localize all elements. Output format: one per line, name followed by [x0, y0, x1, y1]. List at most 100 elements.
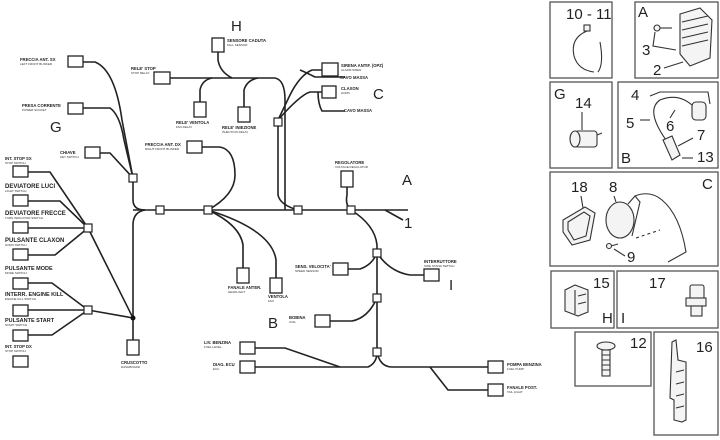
part-number: 12	[630, 335, 647, 352]
connector-interruttore[interactable]: INTERRUTTORE SIDE STAND SWITCH	[423, 259, 457, 282]
connector-rele-stop[interactable]: RELE' STOP STOP RELAY	[131, 66, 171, 85]
connector-sublabel: INJECTION RELAY	[222, 130, 248, 134]
wire-trunk-h-vertical	[277, 120, 299, 211]
connector-dial-ecu[interactable]: DIAG. ECU ECU	[213, 360, 256, 374]
part-number: 3	[642, 42, 650, 59]
connector-sublabel: FUEL PUMP	[507, 367, 524, 371]
junction	[83, 223, 93, 233]
connector-pulsante-claxon[interactable]: PULSANTE CLAXON HORN SWITCH	[5, 238, 64, 261]
connector-sublabel: VOLTAGE REGULATOR	[335, 165, 369, 169]
connector-label: REGOLATORE	[335, 160, 364, 165]
connector-presa-corrente[interactable]: PRESA CORRENTE POWER SOCKET	[22, 102, 84, 115]
part-number: 14	[575, 95, 592, 112]
junction	[128, 173, 138, 183]
ref-1-leader	[384, 209, 404, 221]
wire-rele-iniezione	[243, 77, 259, 107]
zone-label: H	[602, 310, 613, 327]
wire-sensore	[217, 52, 233, 79]
leader-line	[677, 137, 694, 147]
fall-sensor-icon	[564, 284, 589, 317]
zone-labels: G H C A 1 I B	[50, 18, 453, 332]
wire-pompa	[376, 351, 488, 368]
connector-sensore-caduta[interactable]: SENSORE CADUTA FALL SENSOR	[211, 37, 266, 53]
connector-deviatore-luci[interactable]: DEVIATORE LUCI LIGHT SWITCH	[5, 184, 55, 207]
leader-line	[663, 61, 684, 69]
connector-cavo-massa-2[interactable]: CAVO MASSA	[344, 108, 372, 113]
connector-fanale-anter[interactable]: FANALE ANTER. HEADLIGHT	[228, 267, 261, 294]
connector-sublabel: ALARM SIREN	[341, 68, 361, 72]
wire-fanale	[207, 209, 244, 268]
wire-presa	[83, 107, 134, 179]
connector-label: CLAXON	[341, 86, 359, 91]
panel-fall-sensor[interactable]: 15 H	[550, 270, 615, 329]
connector-interr-engine-kill[interactable]: INTERR. ENGINE KILL ENGINE KILL SWITCH	[5, 292, 64, 317]
ignition-coil-icon	[653, 96, 707, 161]
connector-cruscotto[interactable]: CRUSCOTTO DASHBOARD	[121, 339, 148, 369]
leader-line	[652, 31, 677, 51]
left-trunk-wire	[132, 178, 146, 211]
connector-label: FANALE POST.	[507, 385, 537, 390]
connector-sublabel: SPEED SENSOR	[295, 269, 320, 273]
connector-label: RELE' VENTOLA	[176, 120, 209, 125]
wire-ventola	[207, 209, 277, 278]
connector-int-stop-dx[interactable]: INT. STOP DX STOP SWITCH	[5, 344, 32, 368]
connector-pulsante-mode[interactable]: PULSANTE MODE MODE SWITCH	[5, 266, 53, 290]
connector-label: PRESA CORRENTE	[22, 103, 61, 108]
connector-label: PULSANTE START	[5, 318, 55, 324]
panel-screw[interactable]: 12	[574, 331, 652, 387]
connector-rele-iniezione[interactable]: RELE' INIEZIONE INJECTION RELAY	[222, 106, 256, 134]
panel-stand-switch[interactable]: 17 I	[616, 270, 719, 329]
connector-label: INTERRUTTORE	[424, 259, 457, 264]
connector-sublabel: ENGINE KILL SWITCH	[5, 297, 36, 301]
connectors: FRECCIA ANT. SX LEFT FRONT BLINKER PRESA…	[5, 37, 542, 397]
panel-decal[interactable]: 16	[653, 331, 719, 436]
connector-label: SENS. VELOCITA'	[295, 264, 331, 269]
wire-int-stop-sx	[28, 171, 89, 229]
connector-sublabel: FAN	[268, 299, 274, 303]
panel-socket[interactable]: G 14	[549, 81, 613, 169]
connector-sirena[interactable]: SIRENA ANTIF. (OPZ) ALARM SIREN	[321, 62, 384, 77]
junction	[372, 347, 382, 357]
connector-rele-ventola[interactable]: RELE' VENTOLA FAN RELAY	[176, 101, 209, 129]
connector-liv-benzina[interactable]: LIV. BENZINA FUEL LEVEL	[204, 340, 256, 355]
connector-freccia-ant-dx[interactable]: FRECCIA ANT. DX RIGHT FRONT BLINKER	[145, 140, 203, 154]
leader-line	[580, 195, 584, 209]
zone-label-h: H	[231, 18, 242, 35]
connector-sublabel: MODE SWITCH	[5, 271, 27, 275]
screw-icon	[605, 242, 619, 250]
connector-ventola[interactable]: VENTOLA FAN	[268, 277, 288, 303]
connector-cavo-massa-1[interactable]: CAVO MASSA	[340, 75, 368, 80]
connector-pompa-benzina[interactable]: POMPA BENZINA FUEL PUMP	[487, 360, 542, 374]
zone-label: A	[638, 4, 648, 21]
connector-sublabel: ECU	[213, 367, 219, 371]
wire-claxon-sw	[28, 227, 89, 256]
connector-fanale-post[interactable]: FANALE POST. TAIL LIGHT	[487, 383, 537, 397]
connector-label: RELE' INIEZIONE	[222, 125, 256, 130]
part-number: 7	[697, 127, 705, 144]
zone-label-a: A	[402, 172, 412, 189]
connector-deviatore-frecce[interactable]: DEVIATORE FRECCE TURN INDICATOR SWITCH	[5, 211, 66, 234]
wire-massa-1	[299, 69, 345, 78]
junction	[203, 205, 213, 215]
connector-regolatore[interactable]: REGOLATORE VOLTAGE REGULATOR	[335, 160, 369, 188]
connector-chiave[interactable]: CHIAVE KEY SWITCH	[60, 146, 101, 159]
gasket-icon	[562, 206, 596, 246]
connector-sens-velocita[interactable]: SENS. VELOCITA' SPEED SENSOR	[295, 262, 349, 276]
connector-int-stop-sx[interactable]: INT. STOP SX STOP SWITCH	[5, 156, 32, 178]
panel-clamp[interactable]: 10 - 11	[549, 1, 613, 79]
wire-mode	[28, 282, 89, 311]
connector-bobina[interactable]: BOBINA COIL	[289, 314, 331, 328]
ref-number-1: 1	[404, 215, 412, 232]
connector-label: PULSANTE MODE	[5, 266, 53, 272]
part-number: 10 - 11	[566, 6, 612, 23]
junction	[346, 205, 356, 215]
connector-pulsante-start[interactable]: PULSANTE START START SWITCH	[5, 318, 55, 342]
zone-label-i: I	[449, 277, 453, 294]
connector-sublabel: DASHBOARD	[121, 365, 141, 369]
panel-horn[interactable]: C 18 8 9	[549, 171, 719, 267]
connector-freccia-ant-sx[interactable]: FRECCIA ANT. SX LEFT FRONT BLINKER	[20, 55, 84, 68]
panel-coil[interactable]: B 4 5 6 7 13	[617, 81, 719, 169]
connector-claxon[interactable]: CLAXON HORN	[321, 85, 359, 99]
panel-regulator[interactable]: A 3 2	[634, 1, 719, 79]
